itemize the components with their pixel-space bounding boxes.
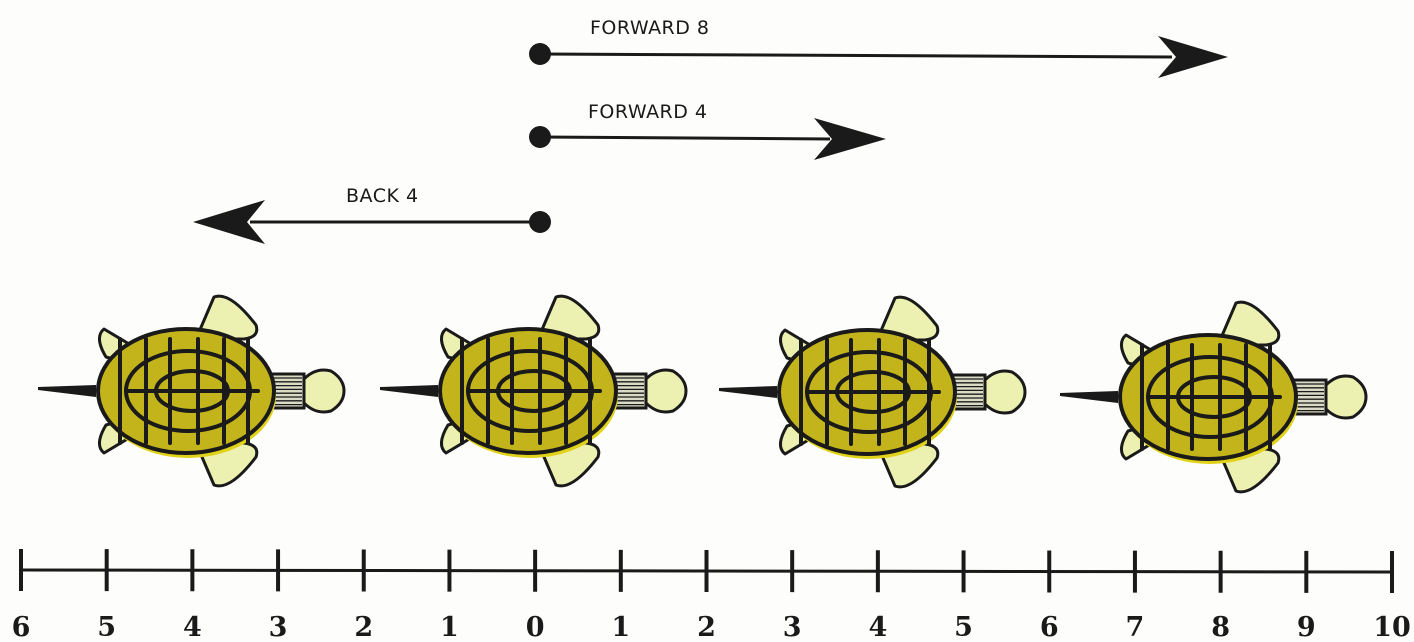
turtle-head xyxy=(1324,374,1368,420)
turtle-tail xyxy=(38,385,96,397)
command-forward-8: FORWARD 8 xyxy=(529,17,1228,78)
tick-label: 10 xyxy=(1373,612,1411,642)
turtle-row xyxy=(38,294,1368,494)
turtle-head xyxy=(983,369,1027,415)
tick-label: 3 xyxy=(783,612,802,642)
arrow-shaft xyxy=(539,135,831,141)
tick-label: 7 xyxy=(1126,612,1145,642)
tick-label: 1 xyxy=(611,612,630,642)
arrowhead-left-icon xyxy=(193,200,265,244)
turtle-tail xyxy=(719,386,777,398)
turtle-tail xyxy=(1060,391,1118,403)
turtle-head xyxy=(302,368,346,414)
turtle-head xyxy=(644,368,688,414)
tick-label: 5 xyxy=(954,612,973,642)
command-forward-4: FORWARD 4 xyxy=(529,101,886,160)
tick-label: 6 xyxy=(12,612,31,642)
shell-pattern xyxy=(118,337,260,445)
tick-label: 9 xyxy=(1297,612,1316,642)
front-left-flipper xyxy=(194,294,259,341)
command-label: BACK 4 xyxy=(346,185,419,207)
tick-label: 2 xyxy=(354,612,373,642)
tick-label: 5 xyxy=(97,612,116,642)
command-label: FORWARD 8 xyxy=(590,17,710,39)
command-label: FORWARD 4 xyxy=(588,101,708,123)
front-left-flipper xyxy=(875,295,940,342)
tick-label: 1 xyxy=(440,612,459,642)
tick-label: 4 xyxy=(183,612,202,642)
arrowhead-right-icon xyxy=(814,118,886,160)
shell-pattern xyxy=(460,337,602,445)
shell-pattern xyxy=(799,338,941,446)
tick-label: 0 xyxy=(526,612,545,642)
turtle-tail xyxy=(380,385,438,397)
tick-label: 4 xyxy=(868,612,887,642)
front-left-flipper xyxy=(536,294,601,341)
tick-label: 6 xyxy=(1040,612,1059,642)
command-back-4: BACK 4 xyxy=(193,185,551,244)
tick-label: 3 xyxy=(269,612,288,642)
turtle-icon xyxy=(1060,300,1368,494)
arrowhead-right-icon xyxy=(1158,36,1228,78)
turtle-icon xyxy=(38,294,346,488)
arrow-shaft xyxy=(539,52,1173,59)
turtle-icon xyxy=(380,294,688,488)
shell-pattern xyxy=(1140,343,1282,451)
tick-label: 8 xyxy=(1211,612,1230,642)
front-left-flipper xyxy=(1216,300,1281,347)
tick-label: 2 xyxy=(697,612,716,642)
turtle-icon xyxy=(719,295,1027,489)
